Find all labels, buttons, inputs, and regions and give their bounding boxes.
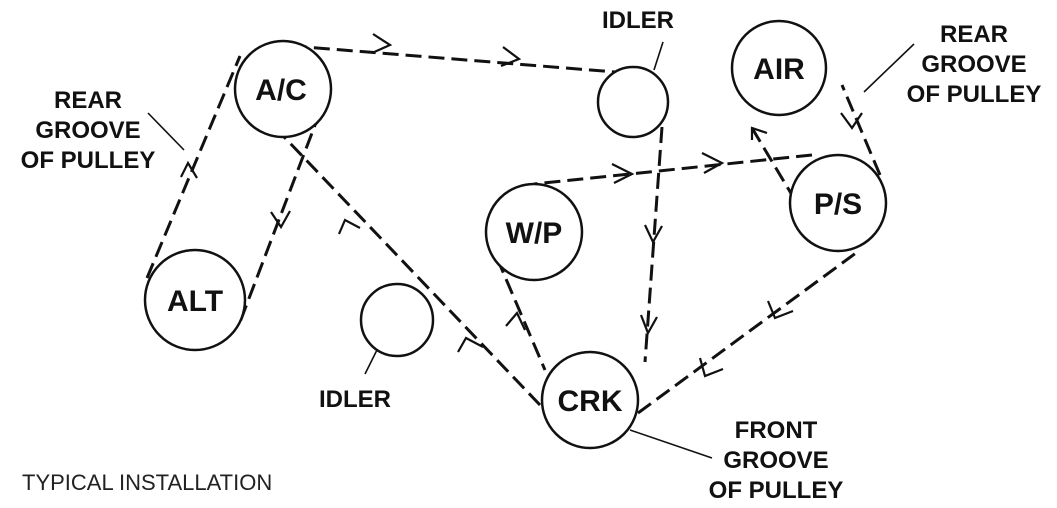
arrow-icon	[500, 46, 522, 68]
arrow-icon	[457, 336, 484, 353]
pulley-alt: ALT	[143, 248, 247, 352]
callout-idler-bottom: IDLER	[319, 385, 391, 415]
arrow-icon	[611, 163, 635, 184]
pulley-crk-label: CRK	[558, 385, 623, 418]
leader-idler-top	[653, 41, 664, 71]
pulley-air-label: AIR	[753, 53, 805, 86]
pulley-ps-circle	[788, 153, 888, 253]
pulley-wp-circle	[484, 182, 584, 282]
pulley-ac-circle	[233, 39, 333, 139]
pulley-alt-label: ALT	[167, 285, 223, 318]
arrow-icon	[337, 218, 361, 235]
belt-run-crk-to-ac	[264, 116, 542, 407]
arrow-icon	[270, 210, 291, 230]
pulley-alt-circle	[143, 248, 247, 352]
pulley-idler-bottom	[359, 282, 435, 358]
arrow-icon	[371, 33, 393, 55]
callout-front-groove-line-2: GROOVE	[723, 447, 829, 474]
leader-rear-groove-right	[863, 43, 915, 93]
pulley-ac-label: A/C	[255, 74, 307, 107]
callout-front-groove-line-1: FRONT	[734, 417, 818, 444]
pulley-wp: W/P	[484, 182, 584, 282]
belt-path	[145, 42, 882, 415]
pulley-air-circle	[730, 19, 828, 117]
belt-run-ps-to-air-outer	[840, 84, 882, 176]
pulley-air: AIR	[730, 19, 828, 117]
belt-direction-arrows	[180, 33, 863, 378]
pulley-ps-label: P/S	[814, 188, 862, 221]
arrow-icon	[750, 126, 768, 140]
belt-run-air-to-ps-inner	[750, 127, 797, 201]
belt-run-idler-to-crk	[643, 126, 664, 363]
pulley-crk-circle	[540, 350, 640, 450]
callout-front-groove: FRONT GROOVE OF PULLEY	[698, 416, 854, 506]
callout-idler-top-text: IDLER	[602, 7, 674, 34]
pulley-idler-bottom-circle	[359, 282, 435, 358]
arrow-icon	[698, 357, 724, 378]
arrow-icon	[644, 224, 663, 245]
pulley-idler-top	[596, 65, 670, 139]
callout-rear-groove-right: REAR GROOVE OF PULLEY	[896, 20, 1052, 110]
arrow-icon	[639, 314, 658, 336]
callout-rear-groove-right-line-3: OF PULLEY	[906, 81, 1042, 108]
leader-front-groove	[629, 429, 713, 459]
pulley-ps: P/S	[788, 153, 888, 253]
callout-rear-groove-left-line-2: GROOVE	[35, 117, 141, 144]
arrow-icon	[840, 112, 863, 130]
arrow-icon	[180, 160, 198, 179]
callout-rear-groove-left-line-3: OF PULLEY	[20, 147, 156, 174]
belt-run-alt-to-ac-outer	[145, 55, 242, 279]
callout-rear-groove-right-line-1: REAR	[939, 21, 1008, 48]
belt-run-ac-to-alt-inner	[238, 111, 322, 323]
pulley-ac: A/C	[233, 39, 333, 139]
arrow-icon	[505, 310, 526, 331]
belt-run-crk-to-ps	[637, 248, 861, 415]
callout-idler-top: IDLER	[602, 6, 674, 36]
callout-rear-groove-left: REAR GROOVE OF PULLEY	[10, 86, 166, 176]
leader-rear-groove-left	[147, 112, 185, 151]
pulley-crk: CRK	[540, 350, 640, 450]
belt-run-ps-to-wp	[533, 153, 813, 186]
pulley-wp-label: W/P	[506, 217, 563, 250]
callout-idler-bottom-text: IDLER	[319, 386, 391, 413]
callout-rear-groove-right-line-2: GROOVE	[921, 51, 1027, 78]
diagram-caption: TYPICAL INSTALLATION	[22, 470, 273, 495]
pulley-idler-top-circle	[596, 65, 670, 139]
callout-front-groove-line-3: OF PULLEY	[708, 477, 844, 504]
arrow-icon	[766, 300, 794, 320]
belt-run-wp-to-crk	[495, 257, 547, 371]
callout-rear-groove-left-line-1: REAR	[53, 87, 122, 114]
belt-run-ac-to-idler	[267, 42, 641, 76]
arrow-icon	[701, 152, 725, 174]
callout-leaders	[147, 41, 915, 459]
